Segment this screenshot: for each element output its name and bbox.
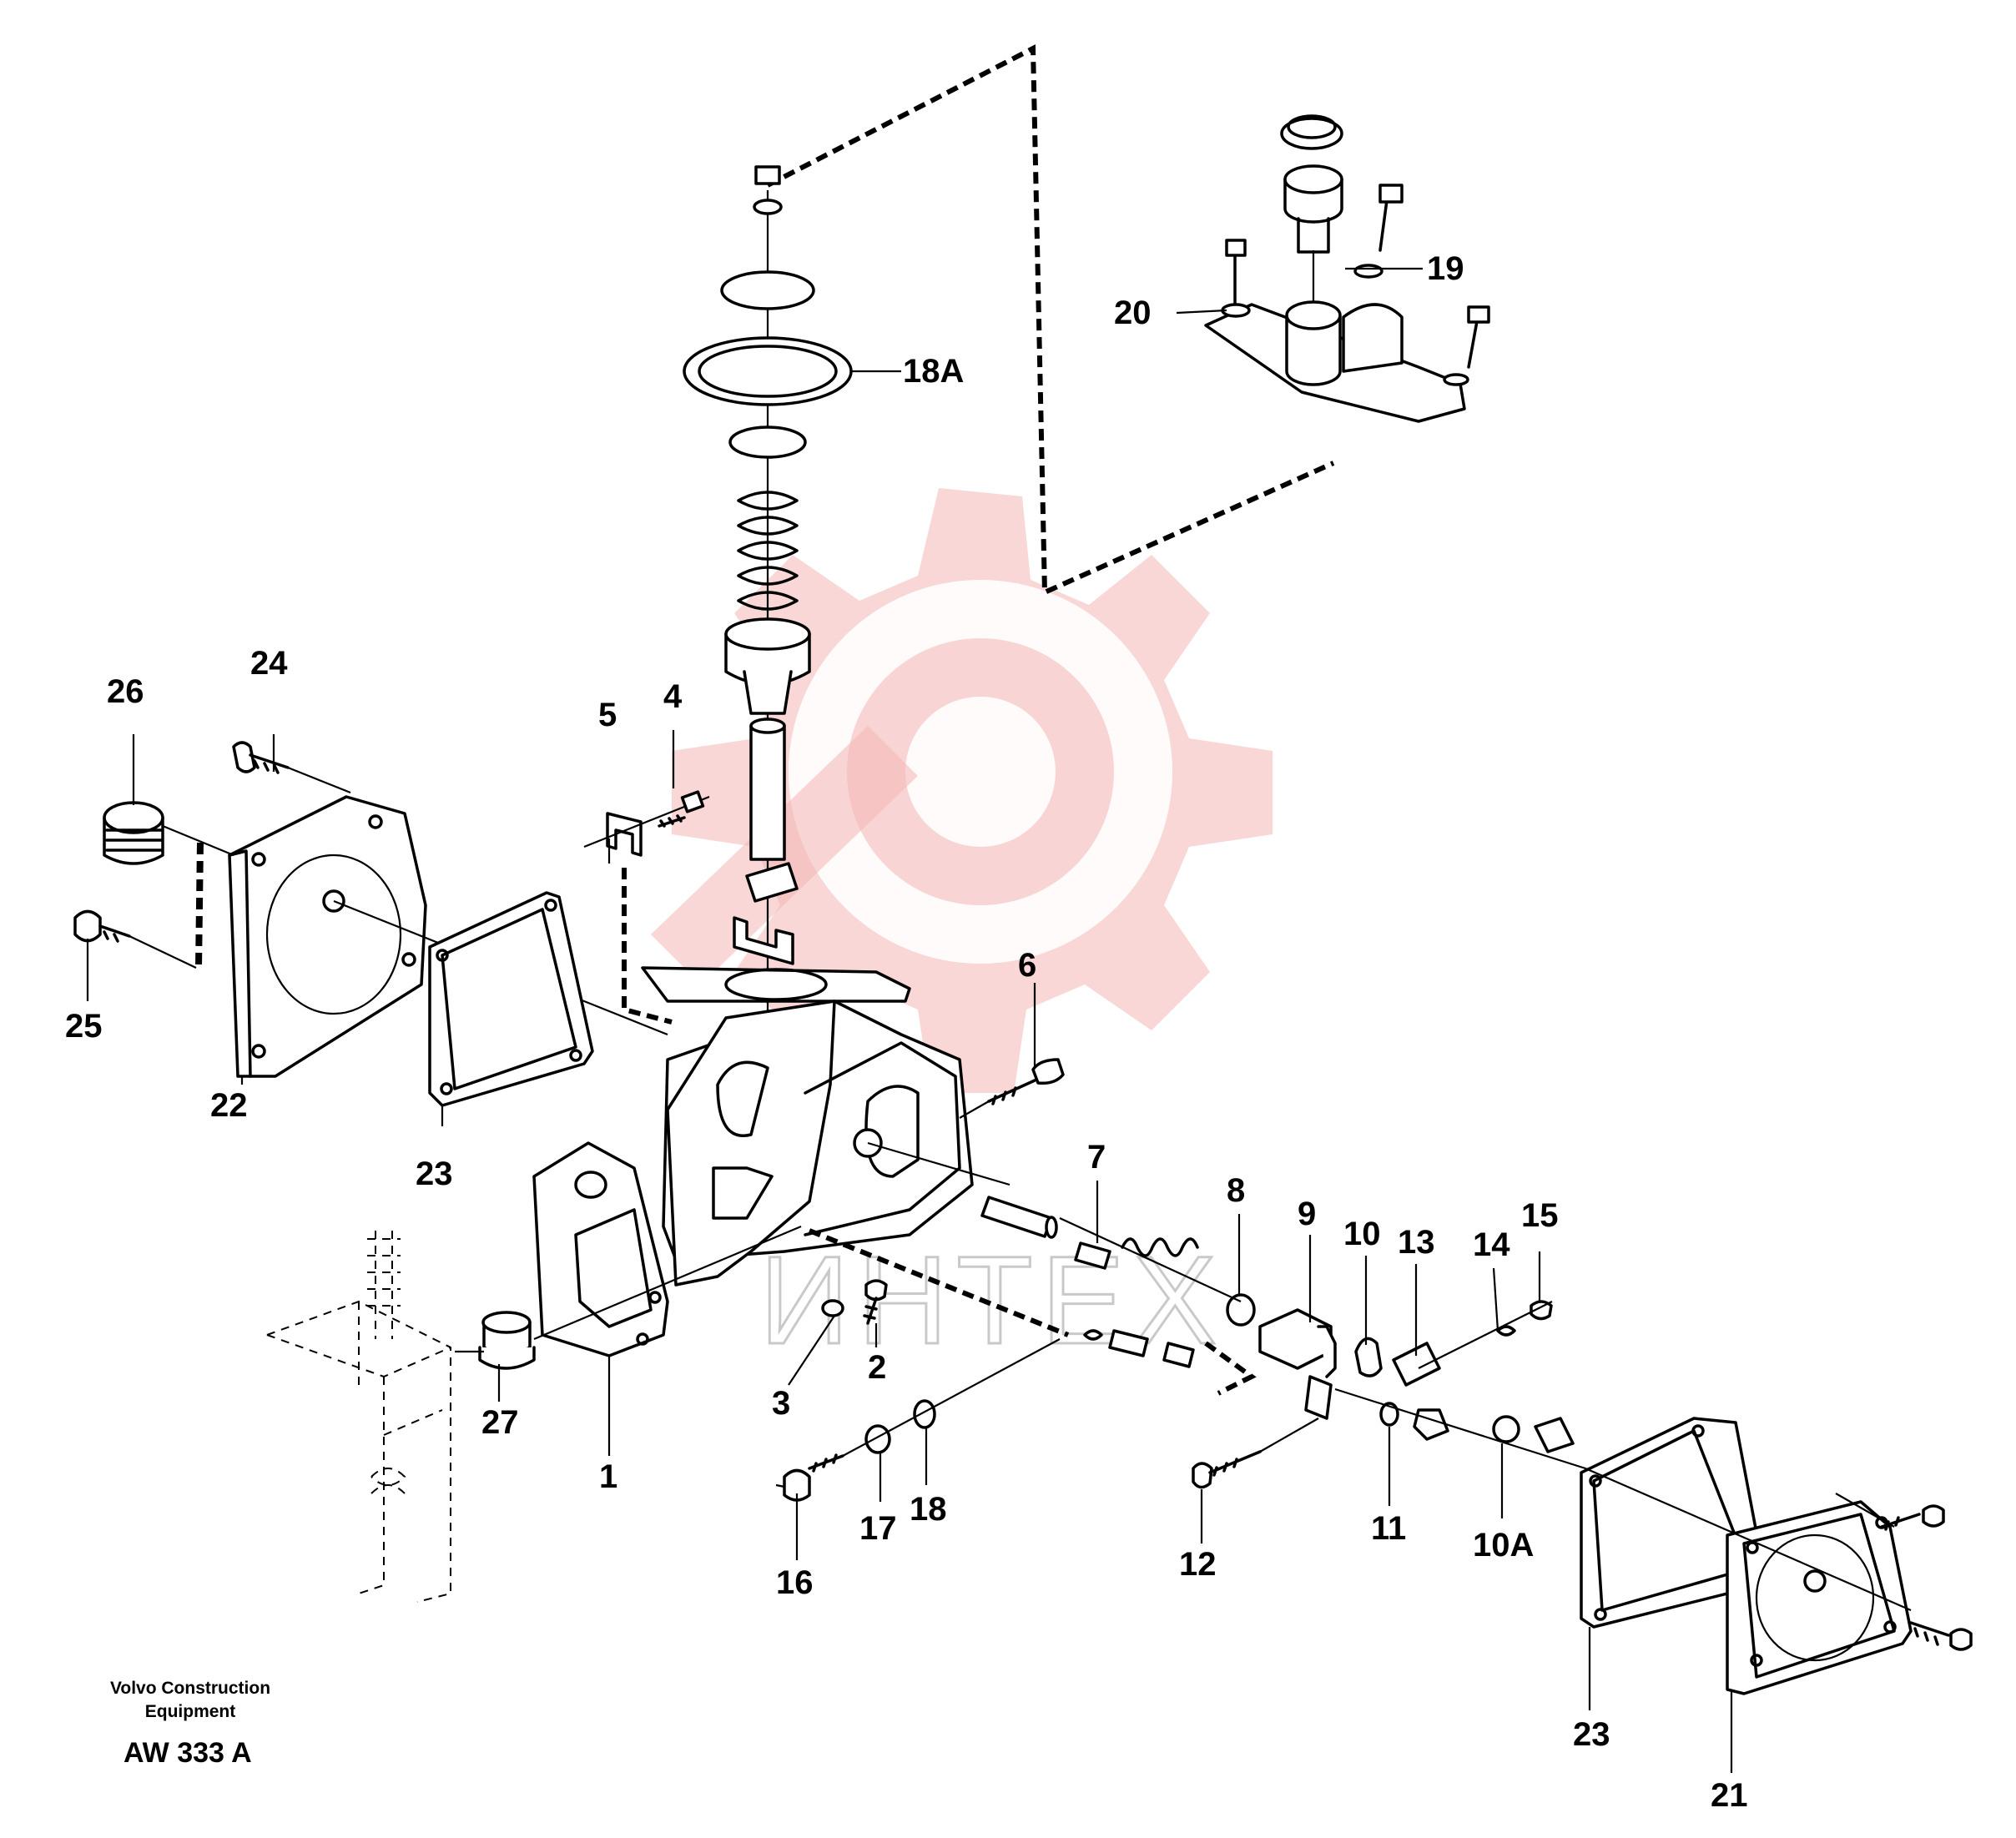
label-1: 1: [599, 1458, 617, 1495]
right-cover-assembly: [1580, 1417, 1973, 1695]
dashed-linkage-top: [766, 44, 1335, 597]
caption-brand-line1: Volvo Construction: [110, 1679, 270, 1698]
label-23-left: 23: [416, 1156, 453, 1192]
label-5: 5: [598, 697, 617, 733]
leader-lines: [86, 267, 1733, 1773]
label-10A: 10A: [1473, 1527, 1534, 1564]
clip-and-screw: [583, 790, 710, 1025]
spring-stack-assembly: [683, 165, 853, 1026]
label-17: 17: [859, 1510, 897, 1547]
gasket-plate: [532, 1141, 669, 1357]
label-26: 26: [107, 673, 144, 710]
label-18A: 18A: [903, 353, 964, 390]
label-20: 20: [1114, 295, 1152, 331]
left-cover-assembly: [73, 741, 668, 1107]
drawing-caption: Volvo Construction Equipment AW 333 A: [110, 1679, 270, 1769]
label-15: 15: [1521, 1197, 1559, 1234]
phantom-engine-block: [266, 1231, 451, 1603]
label-18: 18: [910, 1491, 947, 1528]
label-24: 24: [250, 645, 288, 682]
caption-brand-line2: Equipment: [145, 1702, 236, 1721]
right-mechanism: [808, 1058, 1586, 1489]
label-3: 3: [772, 1385, 790, 1422]
label-6: 6: [1018, 947, 1036, 984]
label-9: 9: [1298, 1196, 1316, 1232]
label-7: 7: [1087, 1139, 1106, 1176]
label-14: 14: [1473, 1226, 1510, 1263]
part-labels: 18A 19 20 24 26 25 22 23 5 4 6 7 8 9 10 …: [65, 250, 1748, 1814]
top-cap-assembly: [1204, 114, 1490, 423]
label-2: 2: [868, 1349, 886, 1386]
label-16: 16: [776, 1564, 814, 1601]
lower-bolts: [775, 1279, 1061, 1502]
label-21: 21: [1711, 1777, 1748, 1814]
caption-drawing-code: AW 333 A: [123, 1737, 252, 1769]
label-11: 11: [1371, 1510, 1406, 1547]
label-12: 12: [1179, 1546, 1217, 1583]
label-23-right: 23: [1573, 1716, 1610, 1753]
label-27: 27: [481, 1404, 519, 1441]
watermark-gear-icon: [651, 488, 1273, 1093]
label-10: 10: [1343, 1216, 1381, 1252]
label-13: 13: [1398, 1224, 1435, 1261]
label-25: 25: [65, 1008, 103, 1045]
plug-27: [455, 1225, 802, 1370]
main-housing: [641, 966, 1011, 1287]
label-22: 22: [210, 1087, 248, 1124]
label-4: 4: [663, 678, 683, 715]
label-8: 8: [1227, 1172, 1245, 1209]
label-19: 19: [1427, 250, 1464, 287]
